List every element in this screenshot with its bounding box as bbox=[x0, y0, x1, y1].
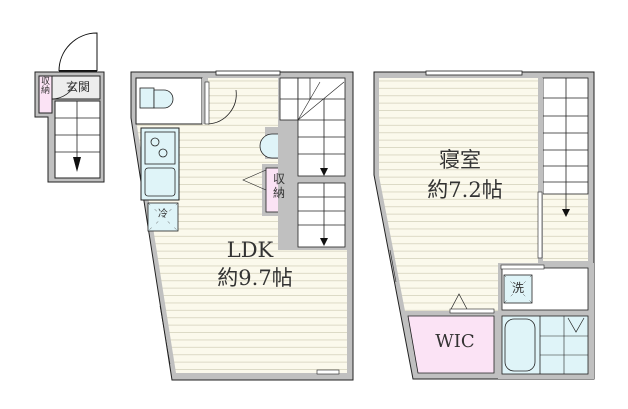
fridge-label: 冷 bbox=[158, 209, 168, 220]
bedroom-room-area: 約7.2帖 bbox=[427, 178, 503, 202]
second-floor bbox=[373, 70, 595, 380]
entrance-unit bbox=[34, 32, 105, 183]
first-floor bbox=[130, 70, 354, 381]
ldk-room-area: 約9.7帖 bbox=[217, 266, 293, 290]
bedroom-room-name: 寝室 bbox=[439, 148, 481, 172]
entrance-label: 玄関 bbox=[65, 80, 90, 94]
washer-label: 洗 bbox=[511, 281, 524, 295]
ldk-room-name: LDK bbox=[226, 238, 274, 262]
ldk-storage-label: 収 納 bbox=[272, 172, 285, 201]
entrance-storage-label: 収 納 bbox=[40, 77, 50, 97]
wic-label: WIC bbox=[435, 331, 475, 352]
